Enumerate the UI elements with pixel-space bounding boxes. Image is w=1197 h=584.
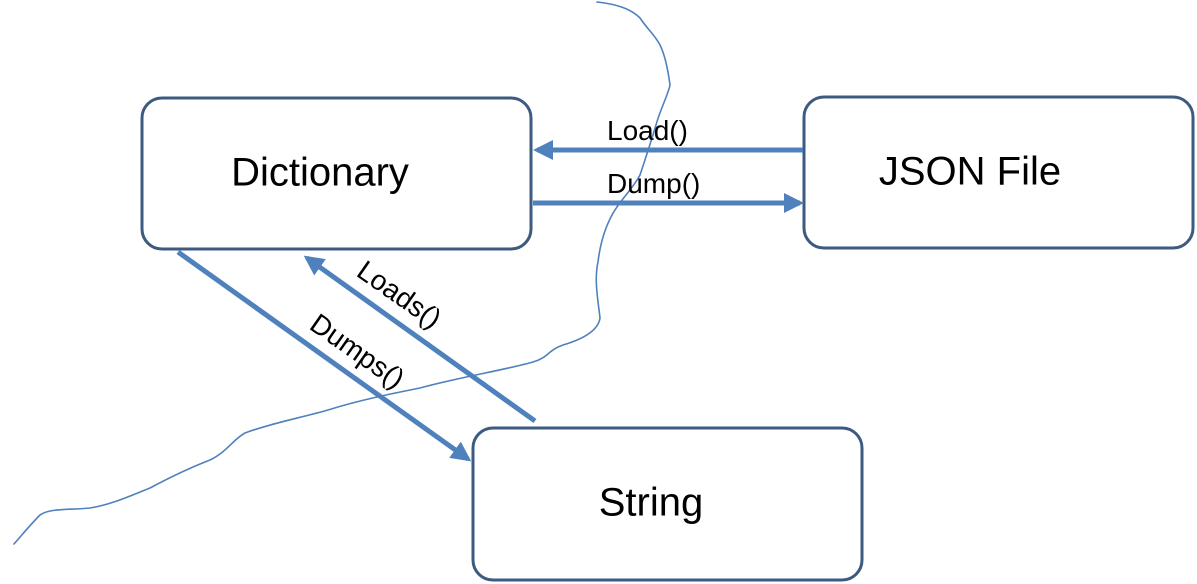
- dictionary-label: Dictionary: [231, 151, 409, 195]
- json-file-label: JSON File: [879, 150, 1061, 194]
- edge-loads-arrow: [303, 255, 537, 424]
- dictionary-box: [140, 96, 533, 251]
- edge-dump-label: Dump(): [607, 168, 700, 199]
- node-dictionary[interactable]: Dictionary: [140, 96, 533, 251]
- edge-load-label: Load(): [607, 115, 688, 146]
- freehand-squiggle-line: [13, 1, 671, 545]
- node-json-file[interactable]: JSON File: [802, 95, 1195, 250]
- string-label: String: [599, 481, 704, 525]
- json-file-box: [802, 95, 1195, 250]
- node-string[interactable]: String: [471, 426, 864, 582]
- edge-dumps-arrow: [176, 249, 472, 462]
- string-box: [471, 426, 864, 582]
